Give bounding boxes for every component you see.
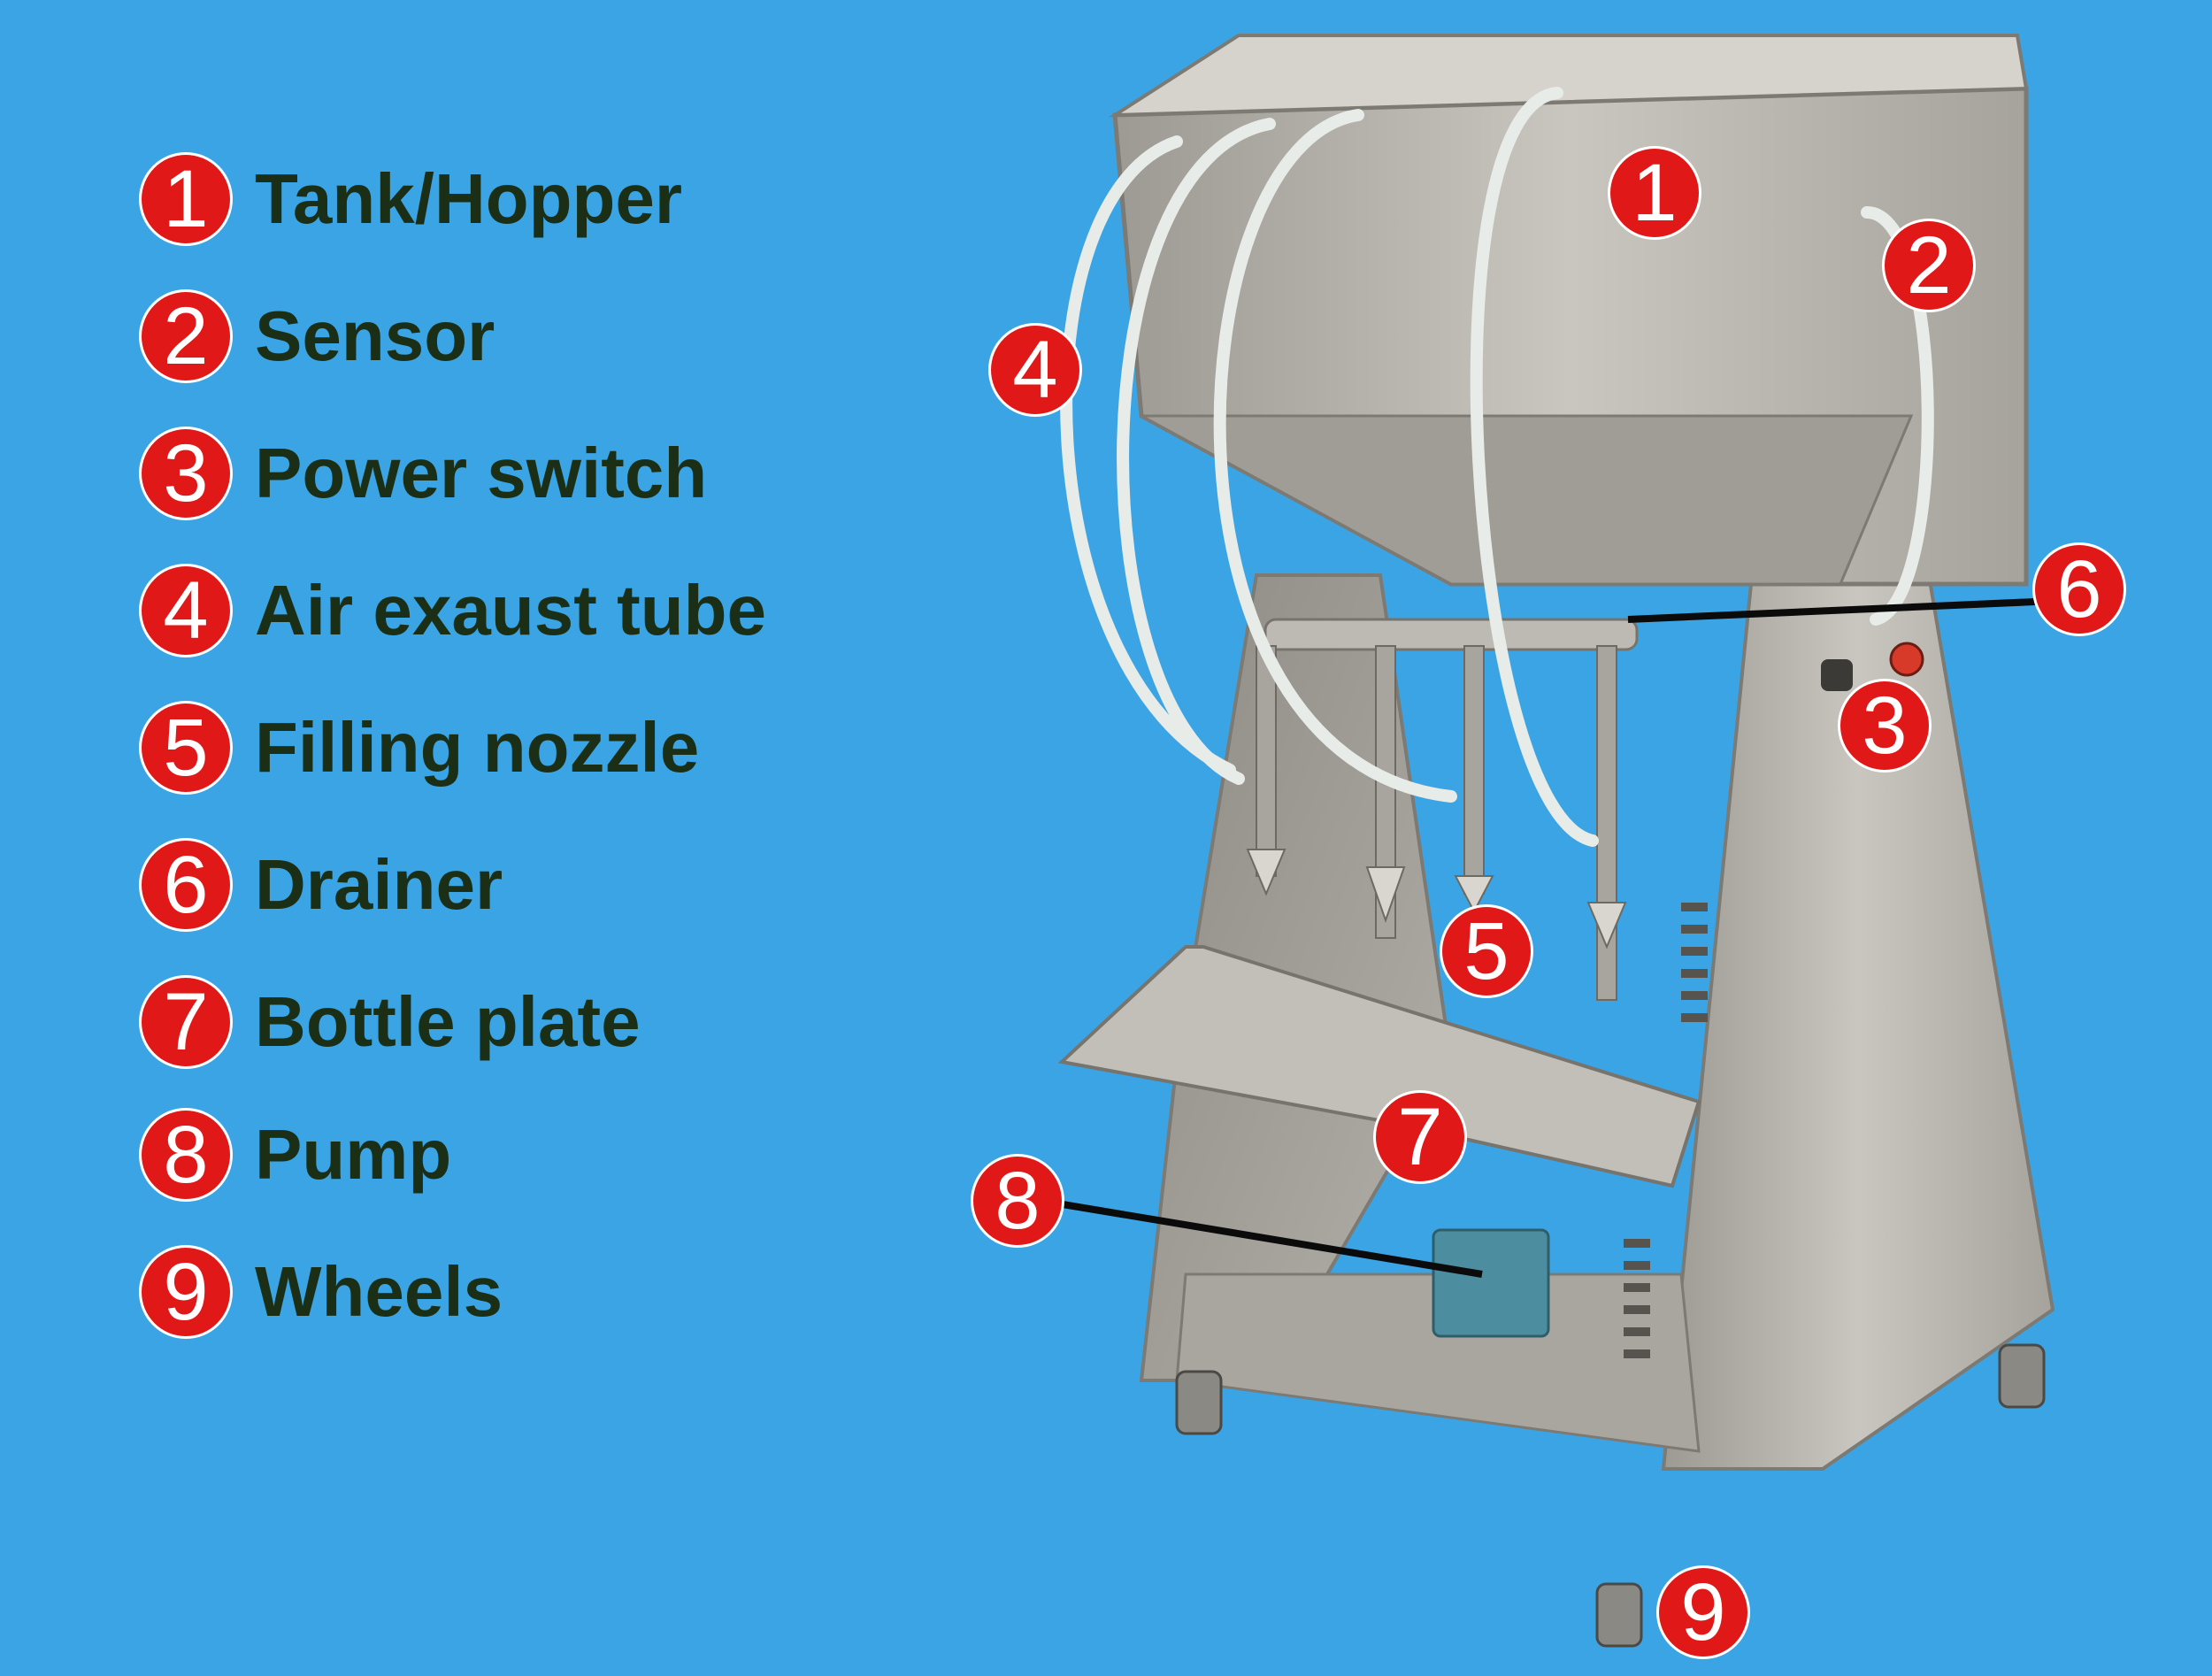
legend-label: Wheels: [255, 1252, 503, 1331]
pump-unit: [1432, 1228, 1550, 1338]
legend-label: Drainer: [255, 845, 503, 924]
filling-machine-illustration: [1056, 34, 2055, 1648]
callout-pump: 8: [973, 1157, 1062, 1245]
legend-item-sensor: 2 Sensor: [142, 288, 938, 385]
number-badge: 3: [142, 429, 230, 518]
legend-label: Filling nozzle: [255, 708, 700, 787]
legend-label: Bottle plate: [255, 982, 641, 1061]
wheels: [1175, 1343, 2046, 1648]
vent-slots: [1624, 903, 1708, 1358]
number-badge: 1: [142, 155, 230, 243]
bottle-plate: [1057, 945, 1701, 1188]
air-exhaust-tubes: [1060, 87, 1934, 847]
legend-item-wheels: 9 Wheels: [142, 1243, 938, 1341]
callout-sensor: 2: [1885, 221, 1973, 310]
legend-label: Tank/Hopper: [255, 159, 683, 238]
callout-air-exaust-tube: 4: [991, 326, 1079, 414]
number-badge: 7: [142, 978, 230, 1066]
callout-wheels: 9: [1659, 1568, 1747, 1657]
number-badge: 6: [142, 841, 230, 929]
leader-line-pump: [1056, 1200, 1483, 1278]
leader-line-drainer: [1627, 598, 2036, 623]
number-badge: 8: [142, 1111, 230, 1199]
legend-item-pump: 8 Pump: [142, 1106, 938, 1203]
callout-power-switch: 3: [1840, 681, 1929, 770]
legend-item-drainer: 6 Drainer: [142, 836, 938, 934]
legend-label: Pump: [255, 1115, 452, 1194]
hopper-bottom: [1141, 414, 1914, 586]
legend-item-tank-hopper: 1 Tank/Hopper: [142, 150, 938, 248]
indicator-lamp: [1889, 642, 1924, 677]
legend-item-filling-nozzle: 5 Filling nozzle: [142, 699, 938, 796]
legend-label: Sensor: [255, 296, 495, 375]
power-switch-knob: [1821, 659, 1853, 691]
number-badge: 4: [142, 566, 230, 655]
callout-bottle-plate: 7: [1376, 1093, 1464, 1181]
number-badge: 2: [142, 292, 230, 381]
callout-tank-hopper: 1: [1610, 149, 1699, 237]
tank-rim: [1108, 34, 2029, 118]
callout-drainer: 6: [2035, 545, 2124, 634]
filling-nozzles: [1246, 645, 1627, 1001]
number-badge: 5: [142, 703, 230, 792]
legend-label: Power switch: [255, 434, 708, 512]
legend-item-bottle-plate: 7 Bottle plate: [142, 973, 938, 1071]
number-badge: 9: [142, 1248, 230, 1336]
legend-item-power-switch: 3 Power switch: [142, 425, 938, 522]
legend-item-air-exaust-tube: 4 Air exaust tube: [142, 562, 938, 659]
legend-label: Air exaust tube: [255, 571, 766, 650]
callout-filling-nozzle: 5: [1442, 907, 1531, 996]
manifold-pipe: [1263, 618, 1639, 651]
